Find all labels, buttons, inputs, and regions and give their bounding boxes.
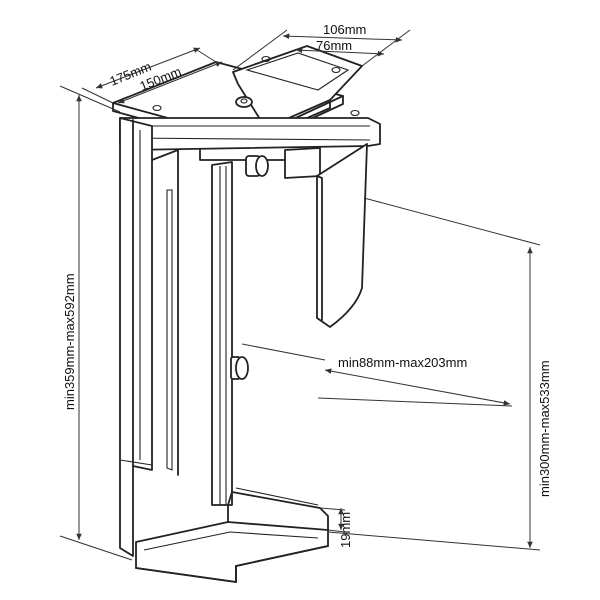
label-base-lip: 19mm (338, 512, 353, 548)
label-top-inner-width: 76mm (316, 38, 352, 53)
middle-vertical-arm (211, 161, 233, 506)
rail-knob-icon (245, 155, 269, 177)
base-tray (135, 487, 329, 583)
screw-hole-icon (331, 66, 341, 74)
label-top-outer-width: 106mm (323, 22, 366, 37)
label-height-range: min359mm-max592mm (62, 273, 77, 410)
slide-rail (119, 117, 381, 179)
label-width-range: min88mm-max203mm (338, 355, 467, 370)
side-lock-knob-icon (230, 356, 249, 380)
dimension-lines (59, 29, 541, 561)
back-panel (316, 143, 368, 328)
center-bolt-icon (235, 96, 253, 108)
screw-hole-icon (261, 55, 271, 63)
left-vertical-arm (119, 117, 179, 557)
label-pc-height-range: min300mm-max533mm (537, 360, 552, 497)
screw-hole-icon (152, 104, 162, 112)
screw-hole-icon (350, 109, 360, 117)
